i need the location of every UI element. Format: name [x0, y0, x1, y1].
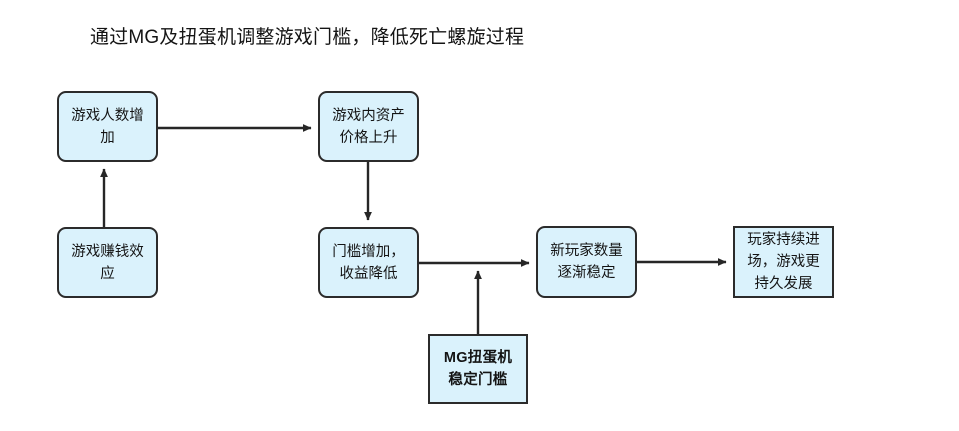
node-new-players-stable[interactable]: 新玩家数量 逐渐稳定	[536, 226, 637, 298]
node-mg-gacha-stabilizer[interactable]: MG扭蛋机 稳定门槛	[428, 334, 528, 404]
node-players-increase[interactable]: 游戏人数增 加	[57, 91, 158, 162]
node-money-making-effect[interactable]: 游戏赚钱效 应	[57, 227, 158, 298]
node-asset-price-up[interactable]: 游戏内资产 价格上升	[318, 91, 419, 162]
node-sustained-growth[interactable]: 玩家持续进 场，游戏更 持久发展	[733, 226, 834, 298]
diagram-title: 通过MG及扭蛋机调整游戏门槛，降低死亡螺旋过程	[90, 27, 525, 48]
node-threshold-up-profit-down[interactable]: 门槛增加， 收益降低	[318, 227, 419, 298]
